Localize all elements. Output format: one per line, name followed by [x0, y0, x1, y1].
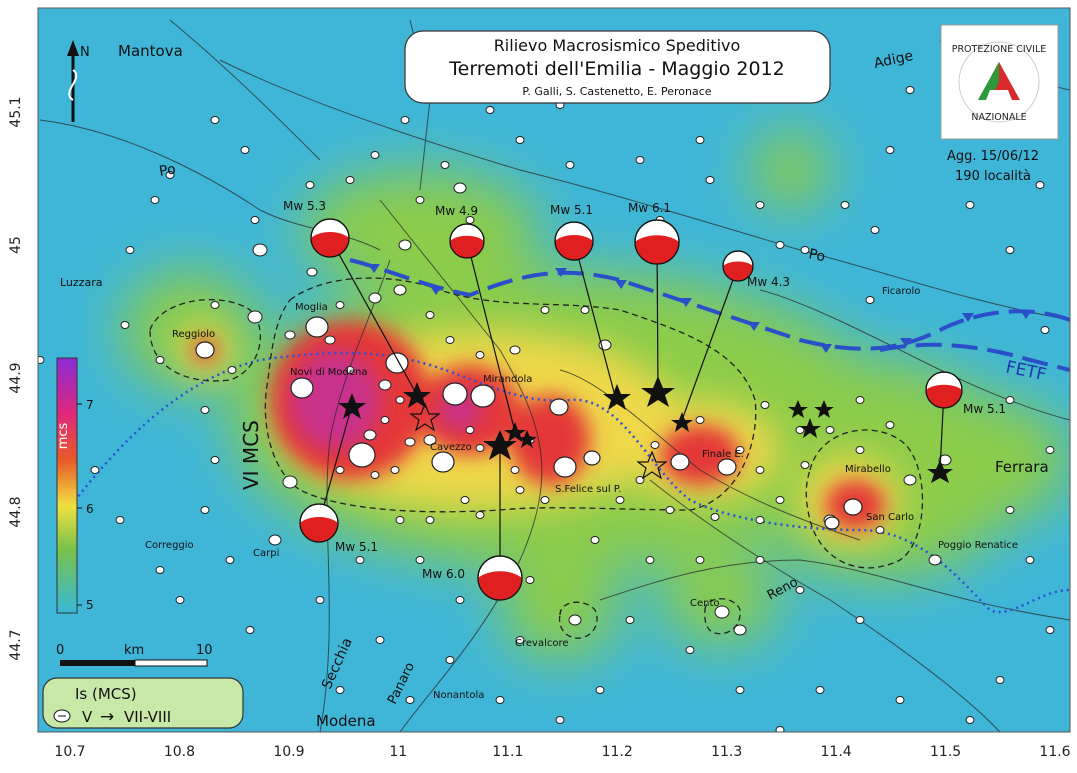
- intensity-field: Mantova Adige Po Po Luzzara Reggiolo Mog…: [38, 19, 1070, 732]
- beachball-1: [310, 218, 350, 258]
- label-crevalcore: Crevalcore: [515, 638, 569, 649]
- beachball-4: [634, 219, 680, 265]
- colorbar-tick-6: 6: [86, 502, 94, 516]
- locality-dots: [38, 86, 1055, 732]
- lon-tick-11.3: 11.3: [711, 744, 742, 760]
- colorbar-tick-7: 7: [86, 398, 94, 412]
- label-modena: Modena: [316, 712, 376, 730]
- lon-tick-10.7: 10.7: [54, 744, 85, 760]
- mechanism-labels: Mw 5.3 Mw 4.9 Mw 5.1 Mw 6.1 Mw 4.3 Mw 5.…: [283, 199, 1006, 581]
- logo-bottom-text: NAZIONALE: [971, 112, 1026, 123]
- beachball-6: [925, 371, 963, 409]
- intensity-label: VI MCS: [239, 420, 263, 490]
- focal-mechanisms: [299, 218, 963, 601]
- label-mirandola: Mirandola: [483, 374, 532, 385]
- beachball-7: [299, 503, 339, 543]
- lon-tick-11.5: 11.5: [930, 744, 961, 760]
- label-sfelice: S.Felice sul P.: [555, 484, 621, 495]
- legend-arrow: →: [100, 707, 114, 727]
- legend-from: V: [82, 708, 93, 726]
- beachball-8: [477, 555, 523, 601]
- label-poggio: Poggio Renatice: [938, 540, 1018, 551]
- label-carpi: Carpi: [253, 548, 279, 559]
- legend-title: Is (MCS): [75, 685, 137, 703]
- epicenter-stars-hollow: [409, 402, 668, 480]
- label-po-east: Po: [807, 246, 826, 265]
- colorbar-label: mcs: [56, 422, 71, 449]
- update-count: 190 località: [955, 169, 1031, 184]
- mech-label-6: Mw 5.1: [963, 402, 1006, 416]
- label-cento: Cento: [690, 598, 720, 609]
- map-frame: [37, 7, 1071, 733]
- lon-tick-11.1: 11.1: [492, 744, 523, 760]
- legend-box: Is (MCS) V → VII-VIII: [42, 677, 244, 729]
- scalebar-max: 10: [196, 643, 213, 658]
- lon-tick-11: 11: [389, 744, 407, 760]
- label-sancarlo: San Carlo: [866, 512, 914, 523]
- lon-tick-11.6: 11.6: [1039, 744, 1070, 760]
- beachball-2: [449, 223, 485, 259]
- colorbar-tick-5: 5: [86, 598, 94, 612]
- label-mantova: Mantova: [118, 42, 183, 60]
- lon-tick-10.9: 10.9: [273, 744, 304, 760]
- colorbar: mcs 7 6 5: [56, 357, 94, 614]
- legend-to: VII-VIII: [124, 708, 171, 726]
- lat-tick-45: 45: [8, 236, 24, 254]
- scalebar: 0 km 10: [56, 643, 213, 667]
- title-box: Rilievo Macrosismico Speditivo Terremoti…: [404, 30, 831, 104]
- title-line1: Rilievo Macrosismico Speditivo: [494, 36, 741, 55]
- lat-tick-44.9: 44.9: [8, 362, 24, 393]
- epicenter-stars: [338, 376, 953, 483]
- label-novi: Novi di Modena: [290, 367, 368, 378]
- label-nonantola: Nonantola: [433, 690, 484, 701]
- lon-tick-10.8: 10.8: [164, 744, 195, 760]
- beachball-3: [554, 221, 594, 261]
- label-ficarolo: Ficarolo: [882, 286, 920, 297]
- civil-protection-logo: PROTEZIONE CIVILE NAZIONALE: [940, 24, 1059, 140]
- latitude-axis: 45.1 45 44.9 44.8 44.7: [8, 96, 24, 660]
- scalebar-zero: 0: [56, 643, 64, 658]
- mech-label-4: Mw 6.1: [628, 201, 671, 215]
- longitude-axis: 10.7 10.8 10.9 11 11.1 11.2 11.3 11.4 11…: [54, 744, 1070, 760]
- beachball-5: [722, 250, 754, 282]
- mech-label-7: Mw 5.1: [335, 540, 378, 554]
- lat-tick-44.7: 44.7: [8, 629, 24, 660]
- north-arrow: N: [67, 40, 90, 122]
- lat-tick-45.1: 45.1: [8, 96, 24, 127]
- label-finale: Finale E.: [702, 449, 744, 460]
- label-mirabello: Mirabello: [845, 464, 891, 475]
- label-cavezzo: Cavezzo: [430, 442, 472, 453]
- title-authors: P. Galli, S. Castenetto, E. Peronace: [522, 85, 711, 98]
- label-ferrara: Ferrara: [995, 458, 1049, 476]
- label-correggio: Correggio: [145, 540, 194, 551]
- lon-tick-11.2: 11.2: [602, 744, 633, 760]
- label-moglia: Moglia: [295, 302, 328, 313]
- north-label: N: [80, 45, 90, 60]
- mech-label-3: Mw 5.1: [550, 203, 593, 217]
- scalebar-unit: km: [124, 643, 144, 658]
- lat-tick-44.8: 44.8: [8, 496, 24, 527]
- locality-dots-large: [195, 316, 863, 530]
- fault-lines: [349, 258, 1070, 372]
- label-luzzara: Luzzara: [60, 276, 102, 289]
- lon-tick-11.4: 11.4: [821, 744, 852, 760]
- isoseismal-contours: [149, 277, 924, 639]
- update-date: Agg. 15/06/12: [947, 149, 1039, 164]
- label-reggiolo: Reggiolo: [172, 329, 215, 340]
- mech-label-2: Mw 4.9: [435, 204, 478, 218]
- title-line2: Terremoti dell'Emilia - Maggio 2012: [448, 58, 784, 80]
- mech-label-5: Mw 4.3: [747, 275, 790, 289]
- mech-label-1: Mw 5.3: [283, 199, 326, 213]
- mech-label-8: Mw 6.0: [422, 567, 465, 581]
- label-po-west: Po: [158, 161, 177, 180]
- logo-top-text: PROTEZIONE CIVILE: [952, 44, 1047, 55]
